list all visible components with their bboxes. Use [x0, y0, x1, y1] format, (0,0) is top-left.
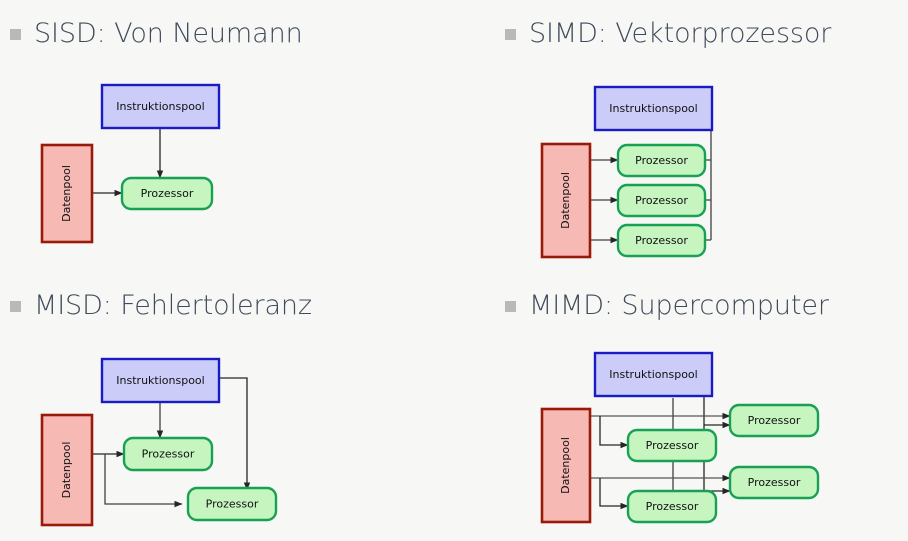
diagram-mimd: Instruktionspool Datenpool Prozessor Pro…	[540, 351, 820, 524]
diagram-simd: Instruktionspool Datenpool Prozessor Pro…	[540, 85, 714, 259]
processor-box-left-2	[626, 489, 718, 524]
processor-label-2: Prozessor	[206, 498, 259, 511]
link-instruction-to-processor-2	[219, 377, 251, 491]
processor-label-right-2: Prozessor	[748, 476, 801, 489]
quadrant-misd: MISD: Fehlertoleranz Instruktionspool Da…	[0, 271, 454, 541]
quadrant-mimd: MIMD: Supercomputer	[454, 271, 908, 541]
link-data-to-processor-left-1	[599, 416, 629, 449]
instruction-pool-box	[593, 85, 714, 132]
square-bullet-icon	[505, 301, 516, 312]
instruction-pool-label: Instruktionspool	[609, 102, 697, 115]
processor-box-2	[616, 183, 707, 218]
instruction-pool-label: Instruktionspool	[116, 374, 204, 387]
data-pool-label: Datenpool	[559, 437, 572, 494]
heading-misd: MISD: Fehlertoleranz	[10, 292, 312, 319]
processor-box-1	[616, 143, 707, 178]
heading-mimd: MIMD: Supercomputer	[505, 292, 829, 319]
processor-box-1	[120, 176, 214, 211]
processor-box-3	[616, 223, 707, 258]
processor-label-left-2: Prozessor	[646, 500, 699, 513]
quadrant-sisd: SISD: Von Neumann Instruktionspool Daten…	[0, 0, 454, 270]
instruction-pool-box	[593, 351, 714, 398]
processor-box-1	[122, 436, 214, 472]
processor-label-right-1: Prozessor	[748, 414, 801, 427]
data-pool-box	[540, 142, 592, 259]
page-title-simd: SIMD: Vektorprozessor	[529, 18, 832, 49]
instruction-pool-box	[100, 83, 221, 130]
data-pool-box	[540, 407, 592, 524]
square-bullet-icon	[505, 29, 516, 40]
data-pool-label: Datenpool	[60, 442, 73, 499]
instruction-pool-label: Instruktionspool	[116, 100, 204, 113]
quadrant-simd: SIMD: Vektorprozessor Instruktionspool D…	[454, 0, 908, 270]
heading-simd: SIMD: Vektorprozessor	[505, 20, 831, 47]
diagram-sisd: Instruktionspool Datenpool Prozessor	[40, 83, 221, 244]
processor-label-1: Prozessor	[141, 187, 194, 200]
square-bullet-icon	[10, 301, 21, 312]
instruction-pool-label: Instruktionspool	[609, 368, 697, 381]
diagram-misd: Instruktionspool Datenpool Prozessor Pro…	[40, 357, 278, 527]
link-data-to-processor-left-2	[599, 478, 629, 510]
page-title-mimd: MIMD: Supercomputer	[529, 290, 829, 321]
data-pool-label: Datenpool	[559, 172, 572, 229]
data-pool-box	[40, 413, 94, 527]
processor-box-right-1	[728, 403, 820, 438]
processor-label-1: Prozessor	[635, 154, 688, 167]
heading-sisd: SISD: Von Neumann	[10, 20, 303, 47]
instruction-pool-box	[100, 357, 221, 404]
processor-label-left-1: Prozessor	[646, 439, 699, 452]
page-title-sisd: SISD: Von Neumann	[34, 18, 303, 49]
processor-box-2	[186, 486, 278, 522]
data-pool-label: Datenpool	[60, 165, 73, 222]
processor-label-1: Prozessor	[142, 448, 195, 461]
square-bullet-icon	[10, 29, 21, 40]
processor-label-3: Prozessor	[635, 234, 688, 247]
page-title-misd: MISD: Fehlertoleranz	[34, 290, 313, 321]
processor-label-2: Prozessor	[635, 194, 688, 207]
data-pool-box	[40, 143, 94, 244]
link-data-to-processor-2	[104, 454, 183, 508]
processor-box-right-2	[728, 465, 820, 500]
processor-box-left-1	[626, 428, 718, 463]
